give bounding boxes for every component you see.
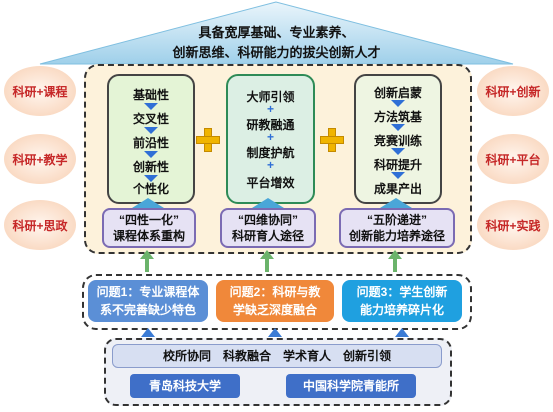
oval-research-course: 科研+课程	[4, 66, 76, 116]
col3-item: 竞赛训练	[373, 134, 422, 148]
col2-item: 研教融通	[246, 118, 295, 132]
chevron-down-icon	[391, 148, 405, 155]
column-four-properties: 基础性 交叉性 前沿性 创新性 个性化	[107, 74, 195, 204]
arrow-up-icon	[388, 250, 402, 259]
arrow-up-icon	[145, 258, 149, 272]
label-title: “五阶递进”	[366, 213, 427, 227]
col3-item: 创新启蒙	[373, 86, 422, 100]
oval-research-innovation: 科研+创新	[477, 66, 549, 116]
problem-1: 问题1：专业课程体 系不完善缺少特色	[88, 280, 208, 322]
problem-text: 能力培养碎片化	[359, 303, 444, 317]
collaboration-banner: 校所协同 科教融合 学术育人 创新引领	[112, 344, 442, 368]
arrow-up-icon	[260, 250, 274, 259]
col2-item: 平台增效	[246, 176, 295, 190]
down-arrow-icon	[144, 103, 158, 110]
chevron-down-icon	[391, 124, 405, 131]
arrow-up-icon	[393, 258, 397, 272]
goal-title-line1: 具备宽厚基础、专业素养、	[198, 25, 355, 40]
col1-item: 创新性	[132, 160, 169, 174]
chevron-up-icon	[380, 198, 412, 208]
down-arrow-icon	[144, 127, 158, 134]
label-course-system: “四性一化” 课程体系重构	[102, 208, 196, 248]
chevron-down-icon	[391, 172, 405, 179]
col3-item: 科研提升	[373, 158, 422, 172]
plus-icon: +	[266, 130, 274, 144]
oval-research-platform: 科研+平台	[477, 134, 549, 184]
arrow-up-icon	[141, 328, 155, 337]
down-arrow-icon	[144, 151, 158, 158]
label-research-education: “四维协同” 科研育人途径	[220, 208, 316, 248]
label-subtitle: 课程体系重构	[112, 229, 185, 243]
arrow-up-icon	[265, 258, 269, 272]
column-five-stages: 创新启蒙 方法筑基 竞赛训练 科研提升 成果产出	[354, 74, 442, 204]
label-innovation-cultivation: “五阶递进” 创新能力培养途径	[339, 208, 455, 248]
col1-item: 交叉性	[132, 112, 169, 126]
arrow-up-icon	[268, 328, 282, 337]
problem-text: 问题1：专业课程体	[96, 285, 200, 299]
label-subtitle: 科研育人途径	[231, 229, 304, 243]
label-subtitle: 创新能力培养途径	[348, 229, 445, 243]
oval-research-practice: 科研+实践	[477, 200, 549, 250]
col2-item: 大师引领	[246, 90, 295, 104]
problem-text: 系不完善缺少特色	[99, 303, 196, 317]
label-title: “四维协同”	[237, 213, 298, 227]
plus-icon	[196, 128, 220, 152]
problem-2: 问题2：科研与教 学缺乏深度融合	[216, 280, 334, 322]
col3-item: 方法筑基	[373, 110, 422, 124]
plus-icon: +	[266, 102, 274, 116]
problem-text: 问题3：学生创新	[356, 285, 448, 299]
problem-text: 学缺乏深度融合	[232, 303, 317, 317]
org-qibebt: 中国科学院青能所	[286, 374, 416, 398]
down-arrow-icon	[144, 175, 158, 182]
problem-3: 问题3：学生创新 能力培养碎片化	[342, 280, 462, 322]
label-title: “四性一化”	[118, 213, 179, 227]
chevron-down-icon	[391, 100, 405, 107]
col1-item: 基础性	[132, 88, 169, 102]
plus-icon: +	[266, 158, 274, 172]
arrow-up-icon	[395, 328, 409, 337]
col1-item: 前沿性	[132, 136, 169, 150]
chevron-up-icon	[252, 198, 284, 208]
org-qust: 青岛科技大学	[130, 374, 240, 398]
oval-research-ideology: 科研+思政	[4, 200, 76, 250]
arrow-up-icon	[140, 250, 154, 259]
problem-text: 问题2：科研与教	[229, 285, 321, 299]
goal-title-line2: 创新思维、科研能力的拔尖创新人才	[172, 45, 381, 60]
col3-item: 成果产出	[373, 182, 422, 196]
oval-research-teaching: 科研+教学	[4, 134, 76, 184]
col1-item: 个性化	[132, 182, 169, 196]
col2-item: 制度护航	[246, 146, 295, 160]
column-four-dimensions: 大师引领 + 研教融通 + 制度护航 + 平台增效	[226, 74, 315, 204]
chevron-up-icon	[132, 198, 164, 208]
plus-icon	[320, 128, 344, 152]
